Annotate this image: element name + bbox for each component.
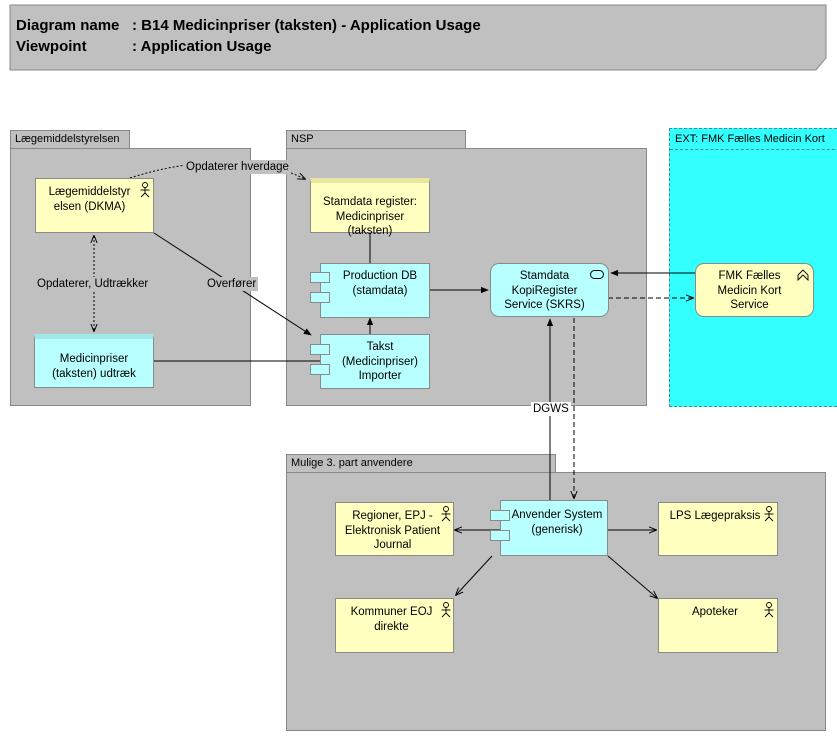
node-lps: LPS Lægepraksis — [658, 502, 778, 556]
service-icon — [590, 270, 604, 279]
header-shape — [9, 4, 827, 71]
edge-label-opdaterer-udtraekker: Opdaterer, Udtrækker — [35, 277, 151, 291]
component-icon — [310, 272, 330, 283]
edge-label-dgws: DGWS — [531, 402, 571, 416]
component-icon — [310, 292, 330, 303]
node-skrs-label: Stamdata KopiRegister Service (SKRS) — [504, 270, 585, 311]
component-icon — [490, 530, 510, 541]
node-takst-importer-label: Takst (Medicinpriser) Importer — [341, 341, 419, 382]
node-udtraek: Medicinpriser (taksten) udtræk — [34, 334, 154, 388]
node-apoteker: Apoteker — [658, 598, 778, 653]
edge-label-overforer: Overfører — [205, 277, 259, 291]
actor-icon — [764, 602, 774, 618]
diagram-name-value: : B14 Medicinpriser (taksten) - Applicat… — [132, 17, 481, 34]
node-apoteker-label: Apoteker — [691, 606, 739, 618]
node-anvender: Anvender System (generisk) — [500, 500, 608, 556]
group-laegemiddelstyrelsen-tab: Lægemiddelstyrelsen — [10, 130, 130, 149]
viewpoint-value: : Application Usage — [132, 38, 272, 55]
actor-icon — [764, 506, 774, 522]
node-skrs: Stamdata KopiRegister Service (SKRS) — [490, 263, 609, 317]
component-icon — [310, 364, 330, 375]
viewpoint-label: Viewpoint — [16, 38, 87, 55]
node-dkma: Lægemiddelstyr elsen (DKMA) — [35, 178, 154, 233]
actor-icon — [441, 602, 451, 618]
node-stamdata-register-label: Stamdata register: Medicinpriser (takste… — [323, 196, 417, 237]
diagram-name-label: Diagram name — [16, 17, 120, 34]
node-anvender-label: Anvender System (generisk) — [511, 509, 603, 536]
component-icon — [490, 510, 510, 521]
node-kommuner: Kommuner EOJ direkte — [335, 598, 454, 653]
node-kommuner-label: Kommuner EOJ direkte — [350, 606, 433, 633]
group-ext-fmk-label: EXT: FMK Fælles Medicin Kort — [670, 129, 837, 150]
diagram-header: Diagram name : B14 Medicinpriser (takste… — [0, 0, 837, 80]
actor-icon — [140, 182, 150, 198]
node-regioner-label: Regioner, EPJ - Elektronisk Patient Jour… — [344, 510, 441, 551]
node-dkma-label: Lægemiddelstyr elsen (DKMA) — [48, 186, 131, 213]
node-udtraek-label: Medicinpriser (taksten) udtræk — [52, 353, 136, 380]
node-regioner: Regioner, EPJ - Elektronisk Patient Jour… — [335, 502, 454, 556]
node-stamdata-register: Stamdata register: Medicinpriser (takste… — [310, 178, 430, 237]
group-nsp-tab: NSP — [286, 130, 466, 149]
business-service-icon — [797, 269, 809, 282]
node-production-db-label: Production DB (stamdata) — [342, 270, 418, 297]
node-fmk: FMK Fælles Medicin Kort Service — [695, 263, 814, 317]
node-production-db: Production DB (stamdata) — [320, 263, 430, 318]
edge-label-opdaterer-hverdage: Opdaterer hverdage — [184, 160, 291, 174]
node-takst-importer: Takst (Medicinpriser) Importer — [320, 334, 430, 389]
node-lps-label: LPS Lægepraksis — [669, 510, 761, 522]
component-icon — [310, 344, 330, 355]
group-mulige-tab: Mulige 3. part anvendere — [286, 454, 556, 473]
actor-icon — [441, 506, 451, 522]
node-fmk-label: FMK Fælles Medicin Kort Service — [717, 270, 782, 311]
